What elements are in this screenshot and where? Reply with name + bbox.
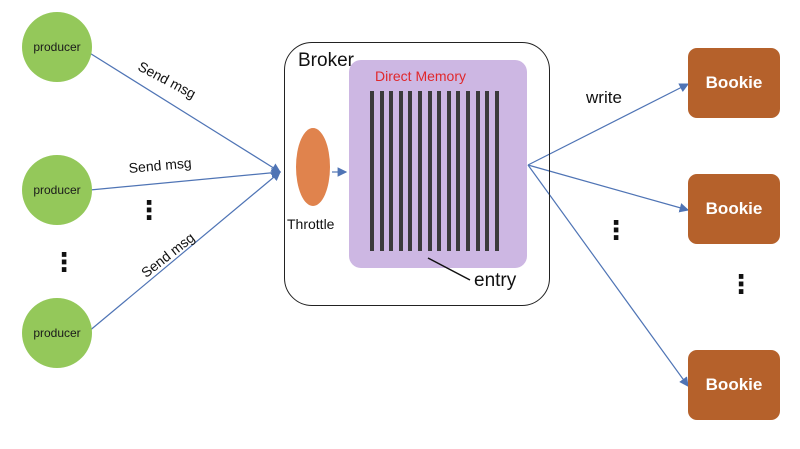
- entry-bar: [427, 91, 432, 251]
- write-ellipsis: ⋮: [603, 215, 629, 245]
- producer-label: producer: [33, 326, 81, 340]
- entry-bar: [408, 91, 413, 251]
- bookie-2-arrow: [527, 164, 690, 213]
- bookie-label: Bookie: [705, 375, 763, 394]
- producer-node-2: producer: [22, 155, 92, 225]
- entry-bar: [370, 91, 374, 251]
- bookie-ellipsis: ⋮: [728, 269, 754, 299]
- bookie-node-2: Bookie: [688, 174, 780, 244]
- throttle-label: Throttle: [287, 216, 335, 232]
- bookie-node-1: Bookie: [688, 48, 780, 118]
- producer-1-arrow: [87, 51, 282, 173]
- entry-bar: [446, 91, 451, 251]
- entry-bar: [475, 91, 480, 251]
- throttle-ellipse: [296, 128, 330, 206]
- entry-bar: [398, 91, 403, 251]
- bookie-1-arrow: [527, 83, 690, 166]
- write-label: write: [586, 88, 622, 107]
- broker-box: [284, 42, 550, 306]
- broker-label: Broker: [298, 50, 354, 71]
- entry-bar: [437, 91, 442, 251]
- direct-memory-label: Direct Memory: [375, 68, 467, 84]
- entry-bar: [465, 91, 470, 251]
- bookie-node-3: Bookie: [688, 350, 780, 420]
- producer-2-arrow: [89, 168, 282, 191]
- entry-bar: [389, 91, 394, 251]
- entry-bar: [494, 91, 499, 251]
- memory-entries: [370, 91, 510, 251]
- entry-bar: [456, 91, 461, 251]
- producer-node-3: producer: [22, 298, 92, 368]
- entry-bar: [379, 91, 384, 251]
- producer-label: producer: [33, 183, 81, 197]
- producer-label: producer: [33, 40, 81, 54]
- producer-node-1: producer: [22, 12, 92, 82]
- bookie-label: Bookie: [705, 73, 763, 92]
- producer-3-arrow: [87, 171, 281, 333]
- bookie-label: Bookie: [705, 199, 763, 218]
- entry-bar: [485, 91, 490, 251]
- entry-bar: [417, 91, 422, 251]
- bookie-3-arrow: [527, 164, 689, 387]
- entry-label: entry: [474, 270, 517, 291]
